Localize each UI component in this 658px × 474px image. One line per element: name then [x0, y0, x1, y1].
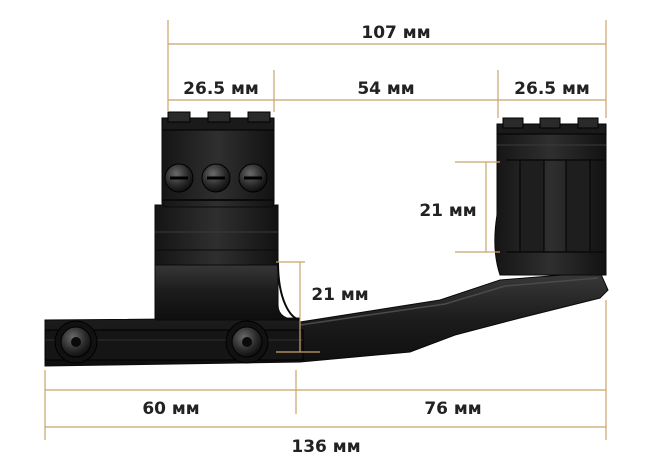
dimension-labels: 107 мм 26.5 мм 54 мм 26.5 мм 21 мм 21 мм…	[142, 23, 590, 457]
dim-ring-width-right: 26.5 мм	[514, 79, 590, 99]
cross-bolt-front	[54, 320, 98, 364]
right-ring	[494, 117, 607, 276]
dim-base-rear: 76 мм	[424, 399, 481, 419]
dimension-lines	[44, 20, 607, 440]
dim-overall-top: 107 мм	[361, 23, 430, 43]
dim-ring-spacing: 54 мм	[357, 79, 414, 99]
dim-ring-height: 21 мм	[419, 201, 476, 221]
dim-offset-height: 21 мм	[311, 285, 368, 305]
dim-overall-bottom: 136 мм	[291, 437, 360, 457]
dim-ring-width-left: 26.5 мм	[183, 79, 259, 99]
left-ring-lower	[154, 204, 279, 266]
left-ring-top-rail	[161, 111, 275, 131]
ring-cap-screws	[164, 163, 268, 193]
scope-mount-body	[44, 111, 609, 367]
dim-base-front: 60 мм	[142, 399, 199, 419]
cross-bolt-rear	[225, 320, 269, 364]
